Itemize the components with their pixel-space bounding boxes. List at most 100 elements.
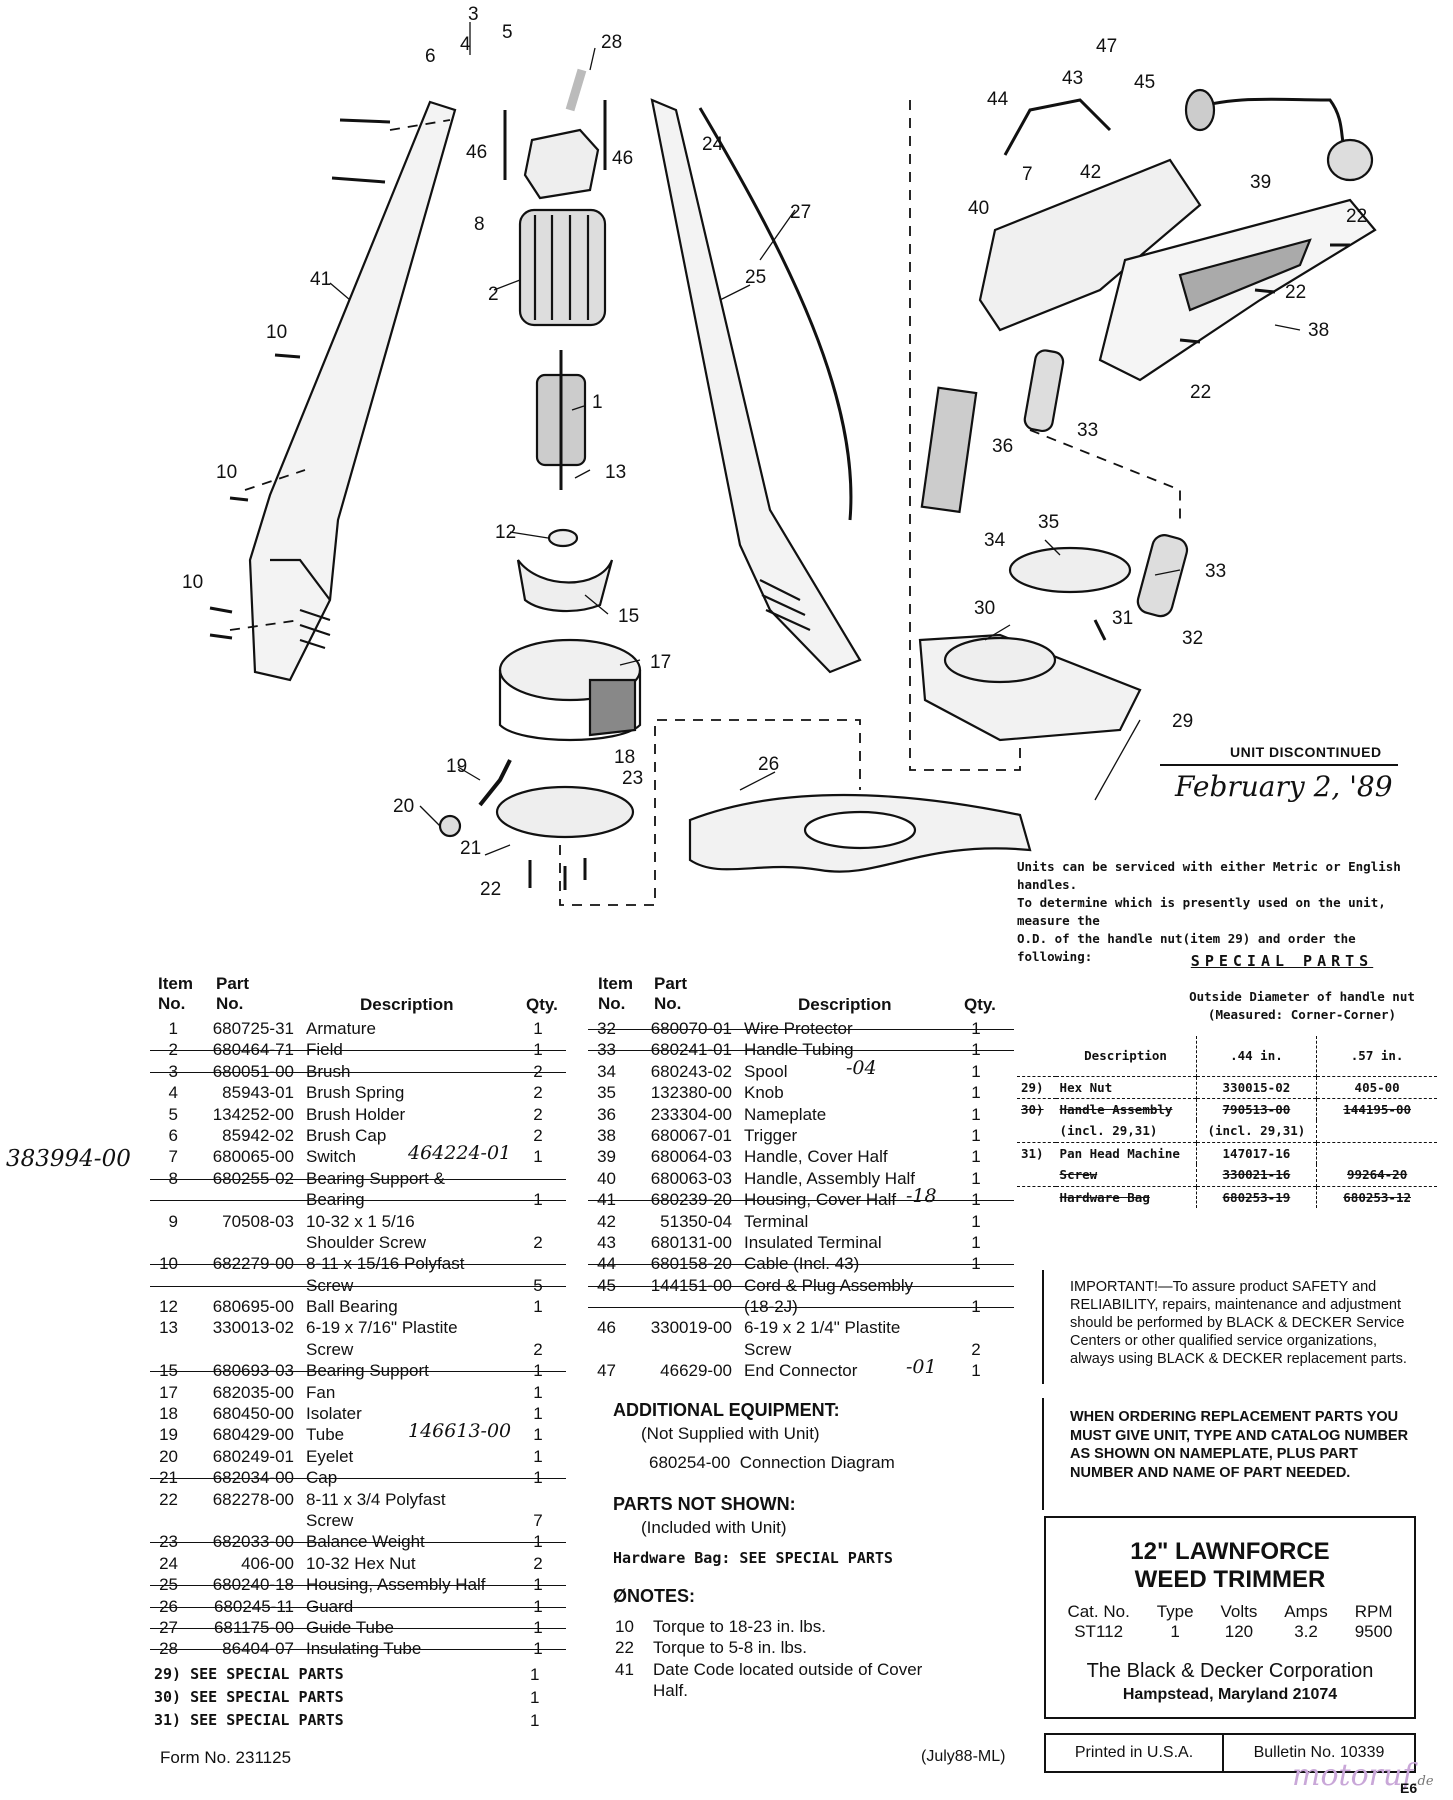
parts-table-left-header: Item No. Part No. Description Qty. bbox=[158, 974, 558, 1018]
part-qty: 7 bbox=[533, 1510, 543, 1530]
part-no: 330013-02 bbox=[212, 1318, 294, 1338]
callout-38: 38 bbox=[1308, 320, 1329, 341]
part-desc: Cable (Incl. 43) bbox=[744, 1254, 860, 1274]
handwritten-note: 464224-01 bbox=[408, 1142, 512, 1165]
service-note: Units can be serviced with either Metric… bbox=[1017, 858, 1437, 966]
part-desc: Handle, Cover Half bbox=[744, 1147, 888, 1167]
item-no: 4 bbox=[168, 1083, 178, 1103]
item-no: 6 bbox=[168, 1125, 178, 1145]
part-qty: 1 bbox=[533, 1297, 543, 1317]
item-no: 12 bbox=[159, 1297, 178, 1317]
page-code: E6 bbox=[1400, 1780, 1418, 1796]
special-desc: Handle Assembly bbox=[1059, 1101, 1173, 1117]
service-note-line-3: O.D. of the handle nut(item 29) and orde… bbox=[1017, 931, 1356, 964]
callout-41: 41 bbox=[310, 269, 331, 290]
callout-32: 32 bbox=[1182, 628, 1203, 649]
part-qty: 2 bbox=[533, 1125, 543, 1145]
callout-2: 2 bbox=[488, 284, 499, 305]
callout-25: 25 bbox=[745, 267, 766, 288]
ordering-text: WHEN ORDERING REPLACEMENT PARTS YOU MUST… bbox=[1070, 1409, 1409, 1481]
part-desc: Bearing Support bbox=[306, 1361, 429, 1381]
special-parts-title: SPECIAL PARTS bbox=[1190, 952, 1374, 970]
watermark: motoruf.de bbox=[1292, 1758, 1434, 1793]
note-item-no: 22 bbox=[615, 1638, 634, 1657]
special-item-no: 30) bbox=[1021, 1101, 1044, 1117]
part-desc: Brush bbox=[306, 1061, 351, 1081]
part-desc: Balance Weight bbox=[306, 1532, 425, 1552]
notes-title: ØNOTES: bbox=[613, 1586, 696, 1606]
discontinued-date: February 2, '89 bbox=[1175, 770, 1393, 803]
item-no: 46 bbox=[597, 1318, 616, 1338]
item-no: 2 bbox=[168, 1040, 178, 1060]
handwritten-note: 146613-00 bbox=[408, 1420, 512, 1443]
callout-34: 34 bbox=[984, 530, 1006, 551]
callout-29: 29 bbox=[1172, 711, 1193, 732]
callout-10: 10 bbox=[266, 322, 287, 343]
callout-26: 26 bbox=[758, 754, 779, 775]
part-qty: 1 bbox=[533, 1190, 543, 1210]
item-no: 13 bbox=[159, 1318, 178, 1338]
part-qty: 1 bbox=[533, 1532, 543, 1552]
part-desc: Shoulder Screw bbox=[306, 1232, 427, 1252]
item-no: 1 bbox=[168, 1019, 178, 1038]
note-text: Date Code located outside of Cover bbox=[653, 1659, 923, 1679]
part-no: 682279-00 bbox=[212, 1254, 294, 1274]
callout-46b: 46 bbox=[612, 148, 633, 169]
item-no: 20 bbox=[159, 1446, 178, 1466]
callout-20: 20 bbox=[393, 796, 414, 817]
part-no: 680450-00 bbox=[212, 1404, 294, 1424]
unit-discontinued-label: UNIT DISCONTINUED bbox=[1230, 744, 1382, 760]
part-desc: Brush Cap bbox=[306, 1125, 387, 1145]
special-reference-text: 29) SEE SPECIAL PARTS bbox=[154, 1664, 344, 1683]
part-no: 680064-03 bbox=[650, 1147, 732, 1167]
item-no: 24 bbox=[159, 1553, 178, 1573]
item-no: 19 bbox=[159, 1425, 178, 1445]
part-desc: Guide Tube bbox=[306, 1617, 394, 1637]
callout-42: 42 bbox=[1080, 162, 1101, 183]
part-qty: 1 bbox=[971, 1061, 981, 1081]
part-no: 134252-00 bbox=[212, 1104, 294, 1124]
watermark-suffix: .de bbox=[1413, 1774, 1434, 1789]
housing-assembly-half-shape bbox=[650, 98, 862, 674]
special-reference-text: 30) SEE SPECIAL PARTS bbox=[154, 1687, 344, 1706]
callout-10b: 10 bbox=[216, 462, 237, 483]
item-no: 10 bbox=[159, 1254, 178, 1274]
item-no: 7 bbox=[168, 1147, 178, 1167]
handwritten-note: -18 bbox=[906, 1185, 937, 1208]
product-title-1: 12" LAWNFORCE bbox=[1130, 1538, 1330, 1565]
product-title-2: WEED TRIMMER bbox=[1134, 1566, 1326, 1593]
item-no: 9 bbox=[168, 1211, 178, 1231]
parts-table-right-header: Item No. Part No. Description Qty. bbox=[596, 974, 1006, 1018]
item-no: 15 bbox=[159, 1361, 178, 1381]
col-item: Item No. bbox=[158, 974, 193, 1013]
part-desc: Cord & Plug Assembly bbox=[744, 1275, 914, 1295]
part-desc: Armature bbox=[306, 1019, 376, 1038]
part-qty: 1 bbox=[533, 1019, 543, 1038]
part-desc: Terminal bbox=[744, 1211, 809, 1231]
part-qty: 1 bbox=[971, 1083, 981, 1103]
not-shown-subtitle: (Included with Unit) bbox=[641, 1518, 787, 1537]
part-desc: Handle Tubing bbox=[744, 1040, 854, 1060]
part-no: 406-00 bbox=[241, 1553, 294, 1573]
part-no: 682035-00 bbox=[212, 1382, 294, 1402]
part-qty: 1 bbox=[971, 1147, 981, 1167]
special-part-57: 405-00 bbox=[1316, 1076, 1437, 1098]
callout-30: 30 bbox=[974, 598, 995, 619]
special-item-no bbox=[1017, 1186, 1056, 1208]
part-desc: End Connector bbox=[744, 1361, 858, 1381]
special-desc: Hardware Bag bbox=[1059, 1189, 1150, 1205]
